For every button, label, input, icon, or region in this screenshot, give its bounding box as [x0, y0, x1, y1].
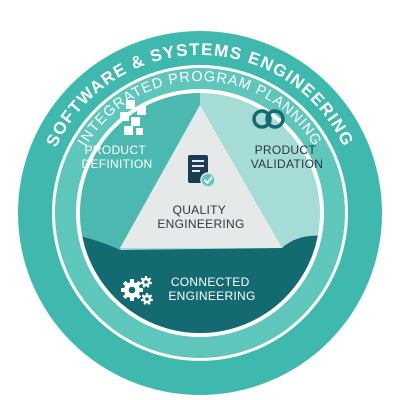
- direction-arrow: [233, 332, 240, 338]
- clipboard-check-icon: [188, 155, 216, 188]
- direction-arrow: [321, 245, 327, 252]
- direction-arrow: [312, 156, 318, 163]
- direction-arrow: [75, 246, 81, 253]
- direction-arrow: [281, 305, 288, 312]
- direction-arrow: [265, 101, 272, 107]
- direction-arrow: [214, 83, 222, 89]
- direction-arrow: [101, 294, 108, 301]
- direction-arrow: [112, 114, 119, 121]
- direction-arrow: [178, 337, 186, 343]
- direction-arrow: [128, 319, 135, 325]
- direction-arrow: [99, 126, 106, 134]
- puzzle-blocks-icon: [120, 100, 146, 135]
- direction-arrow: [215, 336, 222, 342]
- direction-arrow: [303, 139, 310, 147]
- direction-arrow: [143, 95, 150, 101]
- direction-arrow: [88, 141, 94, 148]
- direction-arrow: [232, 86, 239, 92]
- direction-arrow: [161, 334, 168, 340]
- direction-arrow: [113, 307, 121, 314]
- direction-arrow: [160, 88, 167, 94]
- direction-arrow: [178, 84, 185, 90]
- direction-arrow: [292, 125, 299, 132]
- direction-arrow: [197, 82, 203, 88]
- direction-arrow: [90, 279, 97, 287]
- direction-arrow: [315, 262, 320, 269]
- gears-icon: [121, 276, 154, 305]
- direction-arrow: [319, 173, 325, 180]
- product-definition-line2: DEFINITION: [82, 157, 153, 171]
- quality-engineering-label: QUALITY ENGINEERING: [157, 203, 244, 231]
- direction-arrow: [82, 263, 88, 270]
- direction-arrow: [73, 174, 79, 181]
- connected-engineering-line2: ENGINEERING: [168, 289, 255, 303]
- direction-arrow: [249, 93, 256, 98]
- direction-arrow: [266, 316, 274, 323]
- product-definition-line1: PRODUCT: [85, 143, 147, 157]
- direction-arrow: [294, 292, 301, 300]
- link-loop-icon: [252, 109, 285, 129]
- direction-arrow: [323, 191, 329, 198]
- direction-arrow: [144, 328, 151, 333]
- direction-arrow: [80, 157, 85, 164]
- quality-engineering-line2: ENGINEERING: [157, 217, 244, 231]
- direction-arrow: [71, 228, 77, 235]
- product-validation-label: PRODUCT VALIDATION: [251, 143, 324, 171]
- product-validation-line1: PRODUCT: [255, 143, 317, 157]
- connected-engineering-line1: CONNECTED: [171, 275, 250, 289]
- direction-arrow: [69, 210, 75, 216]
- direction-arrow: [306, 278, 312, 285]
- product-definition-label: PRODUCT DEFINITION: [82, 143, 153, 171]
- direction-arrow: [197, 338, 203, 344]
- product-validation-line2: VALIDATION: [251, 157, 324, 171]
- quality-engineering-line1: QUALITY: [173, 203, 226, 217]
- connected-engineering-label: CONNECTED ENGINEERING: [168, 275, 255, 303]
- direction-arrow: [325, 210, 331, 216]
- direction-arrow: [70, 191, 76, 199]
- direction-arrow: [324, 227, 330, 235]
- direction-arrow: [250, 325, 257, 331]
